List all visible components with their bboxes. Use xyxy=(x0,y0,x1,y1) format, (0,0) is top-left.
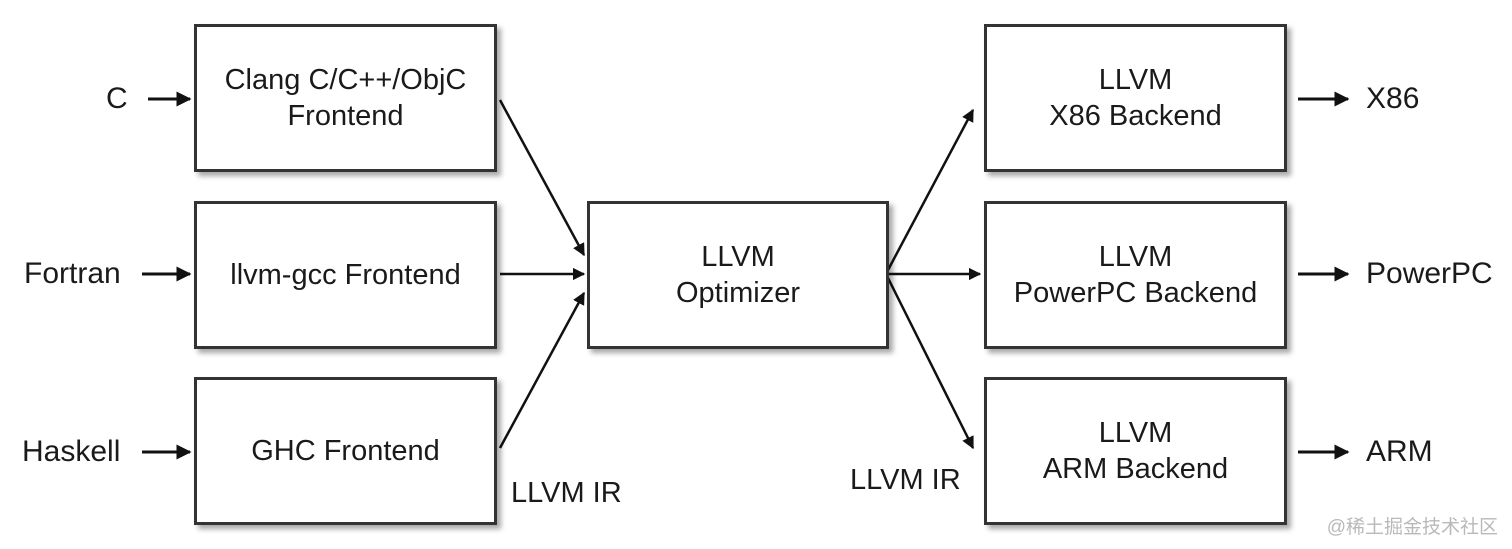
llvm-ir-label-right: LLVM IR xyxy=(850,464,961,496)
llvm-optimizer-box: LLVM Optimizer xyxy=(587,201,889,349)
ghc-frontend-line1: GHC Frontend xyxy=(251,435,440,467)
input-label-haskell: Haskell xyxy=(22,435,121,468)
llvm-ir-label-left: LLVM IR xyxy=(511,477,622,509)
powerpc-backend-box: LLVM PowerPC Backend xyxy=(984,201,1287,349)
arm-backend-line1: LLVM xyxy=(1098,417,1173,449)
watermark-text: @稀土掘金技术社区 xyxy=(1326,517,1498,538)
clang-frontend-box: Clang C/C++/ObjC Frontend xyxy=(194,24,497,172)
optimizer-line2: Optimizer xyxy=(675,277,801,309)
clang-frontend-line2: Frontend xyxy=(287,100,404,132)
ghc-frontend-box: GHC Frontend xyxy=(194,377,497,525)
x86-backend-box: LLVM X86 Backend xyxy=(984,24,1287,172)
arrow-ghc-to-optimizer xyxy=(498,291,586,449)
input-label-fortran: Fortran xyxy=(24,257,121,290)
x86-backend-line1: LLVM xyxy=(1098,64,1173,96)
input-label-c: C xyxy=(106,82,128,115)
clang-frontend-line1: Clang C/C++/ObjC xyxy=(224,64,467,96)
arm-backend-line2: ARM Backend xyxy=(1042,453,1229,485)
output-label-x86: X86 xyxy=(1366,82,1420,115)
powerpc-backend-line2: PowerPC Backend xyxy=(1013,277,1258,309)
llvm-gcc-frontend-line1: llvm-gcc Frontend xyxy=(230,259,461,291)
arm-backend-box: LLVM ARM Backend xyxy=(984,377,1287,525)
output-label-arm: ARM xyxy=(1366,435,1433,468)
arrow-optimizer-to-arm xyxy=(886,277,975,450)
arrow-optimizer-to-x86 xyxy=(886,108,975,271)
powerpc-backend-line1: LLVM xyxy=(1098,241,1173,273)
x86-backend-line2: X86 Backend xyxy=(1049,100,1222,132)
output-label-powerpc: PowerPC xyxy=(1366,257,1493,290)
optimizer-line1: LLVM xyxy=(701,241,775,273)
arrow-clang-to-optimizer xyxy=(498,99,586,257)
llvm-gcc-frontend-box: llvm-gcc Frontend xyxy=(194,201,497,349)
